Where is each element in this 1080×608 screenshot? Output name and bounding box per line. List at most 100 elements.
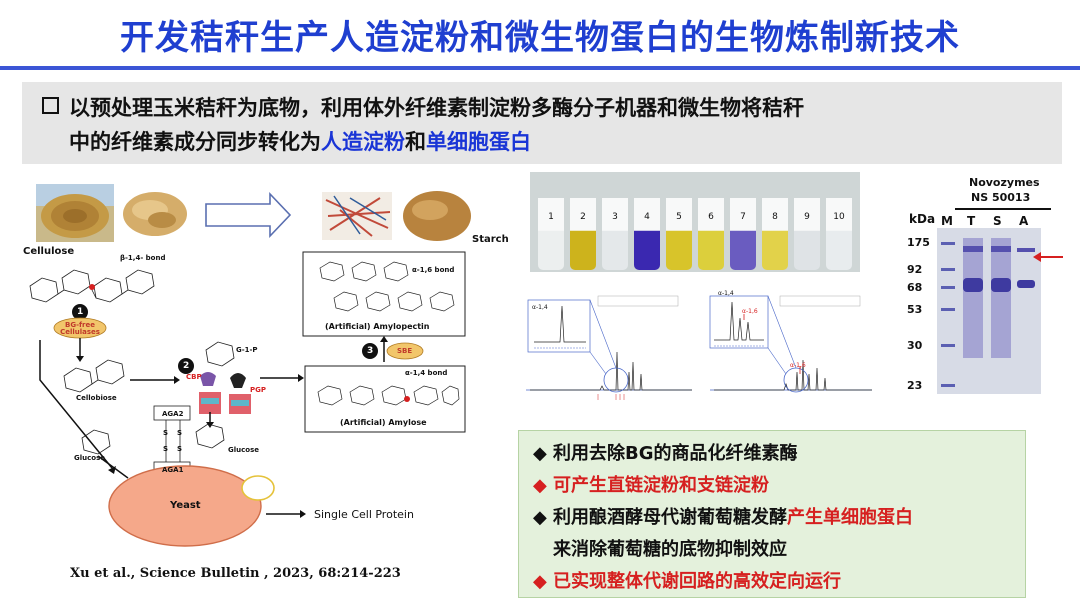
vial-number: 1 (548, 212, 554, 222)
nmr-spectrum-right: α-1,4 α-1,6 α-1,6 (704, 282, 876, 410)
pathway-svg (29, 184, 471, 547)
note-3-text-a: 利用酿酒酵母代谢葡萄糖发酵 (553, 507, 787, 528)
glucose-structure-left (81, 429, 111, 455)
vial (730, 198, 756, 270)
alpha16-label: α-1,6 bond (412, 266, 455, 274)
amylopectin-structure (319, 261, 455, 312)
gel-lane-label: A (1019, 214, 1029, 228)
nmr-spectrum-left: α-1,4 (520, 282, 700, 410)
vial (666, 198, 692, 270)
vial-number: 6 (708, 212, 714, 222)
step2-badge (178, 358, 194, 374)
gel-header-2: NS 50013 (971, 191, 1031, 204)
intro-highlight-protein: 单细胞蛋白 (426, 130, 531, 154)
vial-number: 4 (644, 212, 650, 222)
cellobiose-label: Cellobiose (76, 394, 117, 402)
gel-marker-label: 68 (907, 281, 923, 294)
nmr-right-peak-a: α-1,4 (718, 290, 734, 297)
vial (538, 198, 564, 270)
disulfide-s2: S (177, 429, 183, 437)
gel-marker-label: 92 (907, 263, 923, 276)
gel-image (937, 228, 1041, 394)
nmr-left-peak-label: α-1,4 (532, 304, 548, 311)
gel-lane-label: S (993, 214, 1002, 228)
g1p-structure (205, 341, 235, 367)
gel-marker-label: 53 (907, 303, 923, 316)
intro-text-2a: 中的纤维素成分同步转化为 (69, 130, 321, 154)
g1p-label: G-1-P (236, 346, 258, 354)
step2-number-label: 2 (183, 361, 190, 371)
red-arrow-icon (1033, 252, 1063, 262)
sbe-label: SBE (397, 347, 413, 355)
glucose-left-label: Glucose (74, 454, 106, 462)
note-3-continued: 来消除葡萄糖的底物抑制效应 (553, 535, 787, 561)
intro-highlight-starch: 人造淀粉 (321, 130, 405, 154)
aga2-box (153, 405, 191, 421)
page-title: 开发秸秆生产人造淀粉和微生物蛋白的生物炼制新技术 (120, 18, 960, 58)
gel-marker-label: 30 (907, 339, 923, 352)
vial-number: 3 (612, 212, 618, 222)
title-divider (0, 66, 1080, 70)
pretreated-straw-image (322, 192, 392, 240)
cbp-label: CBP (186, 373, 202, 381)
square-bullet-icon (42, 97, 59, 114)
vial-number: 7 (740, 212, 746, 222)
yeast-cell (108, 465, 262, 547)
potato-image (403, 191, 471, 241)
note-4-text: 来消除葡萄糖的底物抑制效应 (553, 539, 787, 560)
diamond-bullet-icon: ◆ (533, 443, 547, 464)
note-5: ◆ 已实现整体代谢回路的高效定向运行 (533, 567, 841, 593)
cbp-enzyme-icon (200, 372, 216, 386)
disulfide-s1: S (163, 429, 169, 437)
starch-label: Starch (472, 234, 509, 245)
conclusions-box: ◆利用去除BG的商品化纤维素酶 ◆可产生直链淀粉和支链淀粉 ◆利用酿酒酵母代谢葡… (518, 430, 1026, 598)
note-3-text-b: 产生单细胞蛋白 (787, 507, 913, 528)
glucose-mid-label: Glucose (228, 446, 260, 454)
vial (634, 198, 660, 270)
intro-box: 以预处理玉米秸秆为底物，利用体外纤维素制淀粉多酶分子机器和微生物将秸秆 中的纤维… (22, 82, 1062, 164)
alpha14-marker-dot (404, 396, 410, 402)
straw-chips-image (123, 192, 187, 236)
vial (762, 198, 788, 270)
vial (698, 198, 724, 270)
pgp-enzyme-icon (230, 373, 246, 388)
aga1-label: AGA1 (162, 466, 184, 474)
beta-bond-label: β-1,4- bond (120, 254, 166, 262)
nmr-right-peak-b: α-1,6 (742, 308, 758, 315)
gel-lane-label: M (941, 214, 953, 228)
pgp-label: PGP (250, 386, 267, 394)
single-cell-protein-label: Single Cell Protein (314, 508, 414, 521)
note-5-text: 已实现整体代谢回路的高效定向运行 (553, 571, 841, 592)
bond-marker-dot (89, 284, 95, 290)
citation: Xu et al., Science Bulletin , 2023, 68:2… (70, 566, 401, 581)
pathway-arrows (39, 338, 385, 515)
intro-text-1: 以预处理玉米秸秆为底物，利用体外纤维素制淀粉多酶分子机器和微生物将秸秆 (69, 96, 804, 120)
kda-label: kDa (909, 212, 936, 226)
sbe-enzyme-shape (386, 342, 424, 360)
amylopectin-label: (Artificial) Amylopectin (325, 322, 430, 331)
bg-free-cellulases-label: BG-free Cellulases (60, 321, 100, 336)
note-3: ◆利用酿酒酵母代谢葡萄糖发酵产生单细胞蛋白 (533, 503, 913, 529)
gel-marker-label: 23 (907, 379, 923, 392)
yeast-bud (241, 475, 275, 501)
yeast-label: Yeast (170, 500, 201, 511)
vial-number: 10 (833, 212, 845, 222)
note-2-text: 可产生直链淀粉和支链淀粉 (553, 475, 769, 496)
note-1-text: 利用去除BG的商品化纤维素酶 (553, 443, 798, 464)
marker-bands (941, 242, 955, 387)
disulfide-s4: S (177, 445, 183, 453)
gel-lane-label: T (967, 214, 976, 228)
step1-badge (72, 304, 88, 320)
vial-number: 5 (676, 212, 682, 222)
diamond-bullet-icon: ◆ (533, 571, 547, 592)
vial (794, 198, 820, 270)
note-2: ◆可产生直链淀粉和支链淀粉 (533, 471, 769, 497)
gel-header-underline (955, 208, 1051, 210)
step3-number-label: 3 (367, 346, 374, 356)
intro-line-2: 中的纤维素成分同步转化为人造淀粉和单细胞蛋白 (69, 126, 531, 156)
big-arrow-icon (205, 192, 292, 238)
cellulose-label: Cellulose (23, 246, 75, 257)
step1-number-label: 1 (77, 307, 84, 317)
